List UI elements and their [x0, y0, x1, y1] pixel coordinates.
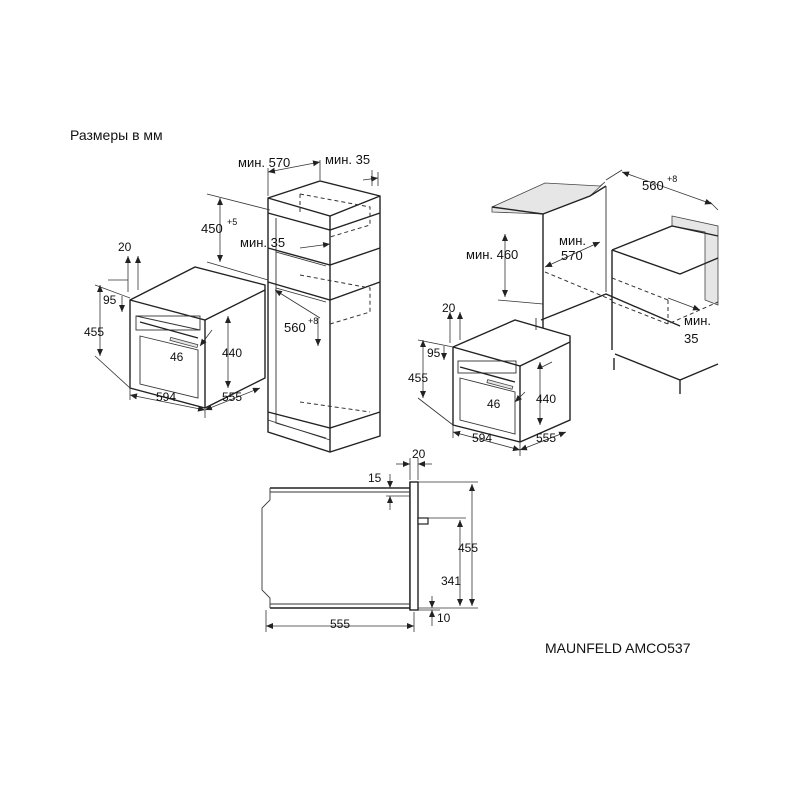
left-oven-dimensions [94, 256, 261, 418]
diagram-title: Размеры в мм [70, 127, 163, 143]
tall-cabinet-width-560-tolerance: +8 [308, 316, 318, 326]
right-oven-depth-555: 555 [536, 431, 556, 445]
tall-cabinet-niche-450-tolerance: +5 [227, 217, 237, 227]
left-oven-height-95: 95 [103, 293, 117, 307]
left-oven-height-455: 455 [84, 325, 104, 339]
right-oven-drawing [452, 319, 571, 443]
left-oven-depth-555: 555 [222, 390, 242, 404]
side-view-drawing [261, 481, 429, 611]
side-view-height-341: 341 [441, 574, 461, 588]
tall-cabinet-niche-450: 450 [201, 221, 223, 236]
right-oven-height-455: 455 [408, 371, 428, 385]
tall-cabinet-min-35-mid: мин. 35 [240, 235, 285, 250]
right-oven-depth-20: 20 [442, 301, 456, 315]
right-oven-height-95: 95 [427, 346, 441, 360]
tall-cabinet-min-35-top: мин. 35 [325, 152, 370, 167]
base-cabinet-drawing [491, 181, 719, 394]
right-oven-height-440: 440 [536, 392, 556, 406]
left-oven-width-594: 594 [156, 390, 176, 404]
base-cabinet-min-570-label: мин. [559, 233, 586, 248]
left-oven-drawing [129, 266, 266, 409]
left-oven-handle-46: 46 [170, 350, 184, 364]
base-cabinet-dimensions [497, 169, 719, 311]
base-cabinet-width-560-tolerance: +8 [667, 174, 677, 184]
base-cabinet-min-570-value: 570 [561, 248, 583, 263]
side-view-dimensions [265, 458, 478, 632]
model-name: MAUNFELD AMCO537 [545, 640, 691, 656]
tall-cabinet-min-570: мин. 570 [238, 155, 290, 170]
side-view-height-455: 455 [458, 541, 478, 555]
side-view-top-15: 15 [368, 471, 382, 485]
tall-cabinet-dimensions [206, 160, 379, 346]
side-view-bottom-10: 10 [437, 611, 451, 625]
right-oven-dimensions [417, 312, 567, 456]
left-oven-height-440: 440 [222, 346, 242, 360]
side-view-panel-20: 20 [412, 447, 426, 461]
right-oven-width-594: 594 [472, 431, 492, 445]
base-cabinet-width-560: 560 [642, 178, 664, 193]
right-oven-handle-46: 46 [487, 397, 501, 411]
base-cabinet-min-35-label: мин. [684, 313, 711, 328]
tall-cabinet-width-560: 560 [284, 320, 306, 335]
base-cabinet-min-460: мин. 460 [466, 247, 518, 262]
base-cabinet-min-35-value: 35 [684, 331, 698, 346]
tall-cabinet-drawing [267, 180, 381, 453]
left-oven-depth-20: 20 [118, 240, 132, 254]
side-view-depth-555: 555 [330, 617, 350, 631]
